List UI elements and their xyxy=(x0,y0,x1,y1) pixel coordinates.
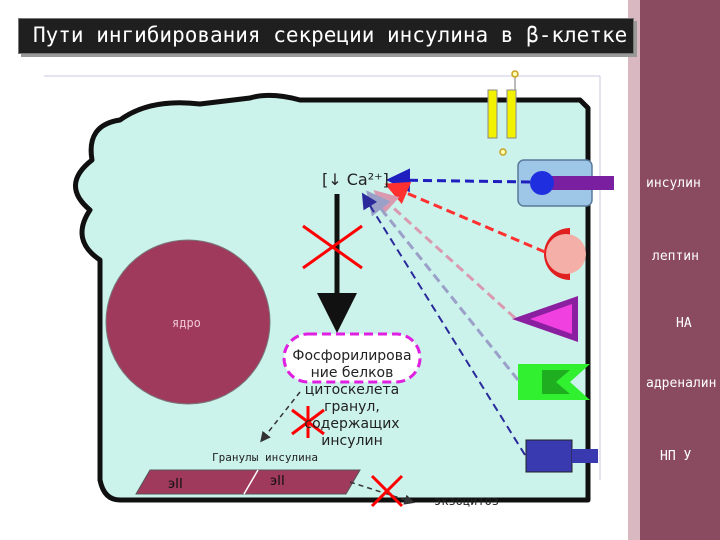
nucleus xyxy=(105,239,271,405)
phosphorylation-text: Фосфорилирова ние белков цитоскелета гра… xyxy=(282,348,422,450)
granule-right-label: эII xyxy=(270,474,285,489)
phospho-line-4: гранул, xyxy=(324,399,380,415)
page-title: Пути ингибирования секреции инсулина в β… xyxy=(33,23,628,47)
leptin-receptor xyxy=(544,228,586,280)
na-receptor xyxy=(512,296,578,342)
adrenaline-receptor xyxy=(518,364,590,400)
insulin-arrow xyxy=(386,168,531,193)
na-label: НА xyxy=(676,316,692,331)
exocytosis-label: экзоцитоз xyxy=(434,494,500,508)
exocytosis-arrow xyxy=(349,481,415,505)
inhibition-cross-top xyxy=(302,224,363,270)
ion-channel xyxy=(487,70,519,156)
phospho-line-3: цитоскелета xyxy=(304,382,400,398)
phospho-line-2: ние белков xyxy=(310,365,394,381)
inhibition-cross-mid xyxy=(291,406,325,438)
insulin-receptor xyxy=(517,159,614,207)
insulin-granules xyxy=(135,469,361,495)
leptin-arrow xyxy=(384,182,546,254)
phospho-line-5: содержащих xyxy=(304,416,400,432)
right-decor-edge xyxy=(628,0,640,540)
adrenaline-arrow xyxy=(366,190,520,381)
nucleus-label: ядро xyxy=(172,316,201,330)
title-bar: Пути ингибирования секреции инсулина в β… xyxy=(18,18,634,54)
granules-label: Гранулы инсулина xyxy=(212,451,318,464)
phospho-line-6: инсулин xyxy=(321,433,383,449)
na-arrow xyxy=(373,189,517,320)
leptin-label: лептин xyxy=(652,249,699,264)
right-decor-band xyxy=(640,0,720,540)
npy-receptor xyxy=(525,439,598,473)
adrenaline-label: адреналин xyxy=(646,376,717,391)
insulin-label: инсулин xyxy=(646,176,701,191)
phospho-line-1: Фосфорилирова xyxy=(292,348,412,364)
granule-arrow xyxy=(260,391,301,443)
calcium-label: [↓ Ca²⁺] xyxy=(322,170,389,189)
phosphorylation-box xyxy=(282,332,422,384)
granule-divider xyxy=(243,469,259,495)
npy-arrow xyxy=(361,192,526,456)
inhibition-cross-bottom xyxy=(370,474,404,508)
npy-label: НП У xyxy=(660,449,692,464)
granule-left-label: эII xyxy=(168,477,183,492)
